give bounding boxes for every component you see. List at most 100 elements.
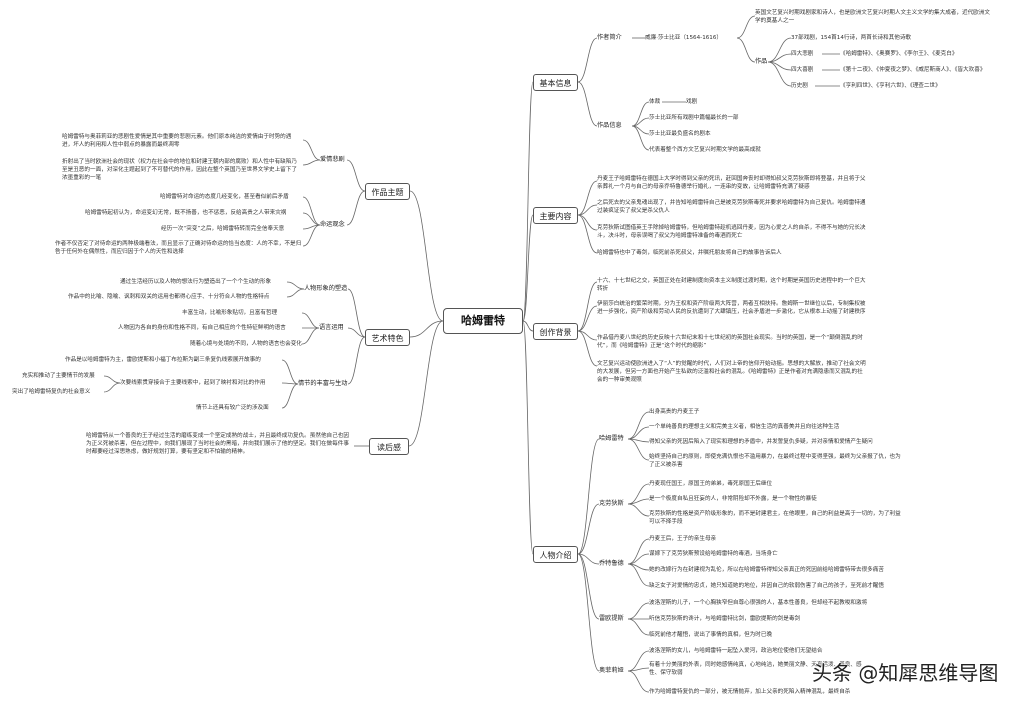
branch-characters[interactable]: 人物介绍 <box>533 546 578 563</box>
person-trait: 是一个极度自私且狂妄的人，非常阴险却不外露，是一个物性的暴徒 <box>649 496 817 502</box>
connector-line <box>577 330 598 367</box>
person-hamlet[interactable]: 哈姆雷特 <box>599 435 624 442</box>
branch-art[interactable]: 艺术特色 <box>365 329 410 346</box>
connector-line <box>286 288 305 298</box>
connector-line <box>627 670 650 693</box>
author-name: 威廉·莎士比亚（1564-1616） <box>645 35 723 41</box>
plot-item: 丹麦王子哈姆雷特在德国上大学时得到父亲的死讯，赶回国奔丧时却得知叔父克劳狄斯即将… <box>597 176 866 190</box>
connector-line <box>522 320 534 555</box>
connector-line <box>627 563 650 587</box>
connector-line <box>301 327 320 345</box>
theme-item: 哈姆雷特对命运的态度几经变化，甚至看似前后矛盾 <box>160 194 289 200</box>
person-trait: 听信克劳狄斯的谗计，与哈姆雷特比剑，雷欧提斯的剑是毒剑 <box>649 616 801 622</box>
person-trait: 她的改嫁行为在封建视为乱伦，所以在哈姆雷特得知父亲真正的死因前给哈姆雷特带去很多… <box>649 567 884 573</box>
node-characterization[interactable]: 人物形象的塑造 <box>304 285 348 292</box>
node-plot-richness[interactable]: 情节的丰富与生动 <box>298 380 348 387</box>
art-item: 次要线索贯穿接合于主要线索中，起到了映衬和对比的作用 <box>120 380 266 386</box>
person-gertrude[interactable]: 乔特鲁德 <box>599 560 624 567</box>
theme-item: 哈姆雷特与奥菲莉亚的悲剧性爱情是其中重要的悲剧元素。他们原本纯洁的爱情由于时势的… <box>62 134 292 148</box>
connector-line <box>631 101 650 127</box>
node-work-info[interactable]: 作品信息 <box>597 122 622 129</box>
person-trait: 缺乏女子对爱情的忠贞，她只知道她的地位，并因自己的软弱伤害了自己的孩子，至死前才… <box>649 583 884 589</box>
connector-line <box>736 15 756 39</box>
connector-line <box>522 320 534 332</box>
work-info-item: 代表着整个西方文艺复兴时期文学的最高成就 <box>649 147 761 153</box>
connector-line <box>281 382 299 385</box>
node-love-tragedy[interactable]: 爱情悲剧 <box>320 156 345 163</box>
connector-line <box>577 553 600 672</box>
connector-line <box>346 159 366 192</box>
works-group-items: 《哈姆雷特》、《奥赛罗》、《李尔王》、《麦克白》 <box>840 51 958 57</box>
person-trait: 临死前他才醒悟，说出了事情的真相，但为时已晚 <box>649 632 773 638</box>
work-info-item: 莎士比亚所有戏剧中篇幅最长的一部 <box>649 115 739 121</box>
connector-line <box>577 438 600 555</box>
connector-line <box>522 214 534 322</box>
connector-line <box>767 37 792 63</box>
connector-line <box>627 438 650 461</box>
person-trait: 作为哈姆雷特复仇的一部分，被无情抛弃，加上父亲的死陷入精神混乱，最终自杀 <box>649 689 851 695</box>
connector-line <box>347 336 366 385</box>
node-language[interactable]: 语言运用 <box>319 324 344 331</box>
branch-theme[interactable]: 作品主题 <box>365 183 410 200</box>
person-trait: 克劳狄斯的性格是资产阶级形象的，而不是封建君主，在他眼里，自己的利益是高于一切的… <box>649 511 901 525</box>
connector-line <box>627 602 650 620</box>
connector-line <box>631 125 650 151</box>
connector-line <box>627 498 650 505</box>
works-group-name: 四大悲剧 <box>791 51 814 57</box>
connector-line <box>286 281 305 290</box>
branch-review[interactable]: 读后感 <box>369 438 409 455</box>
connector-line <box>302 224 321 247</box>
person-trait: 丹麦王后，王子的亲生母亲 <box>649 536 717 542</box>
connector-line <box>408 320 444 447</box>
art-subitem: 充实和推动了主要情节的发展 <box>22 373 95 379</box>
art-item: 通过生活经历以及人物的想法行为塑造出了一个个生动的形象 <box>120 279 272 285</box>
theme-item: 哈姆雷特起初认为，命运变幻无常，既不扬善，也不惩恶，反给高贵之人带来灾祸 <box>85 210 287 216</box>
connector-line <box>627 650 650 672</box>
connector-line <box>281 359 299 385</box>
works-group-name: 四大喜剧 <box>791 67 814 73</box>
genre-label: 体裁 <box>649 99 661 105</box>
connector-line <box>627 503 650 517</box>
person-trait: 出身高贵的丹麦王子 <box>649 409 700 415</box>
connector-line <box>302 196 321 226</box>
connector-line <box>103 375 121 384</box>
works-group-name: 历史剧 <box>791 83 808 89</box>
connector-line <box>577 553 600 620</box>
connector-line <box>577 180 598 216</box>
art-item: 作品中的比喻、隐喻、讽刺和双关的运用也都得心应手、十分符合人物的性格特点 <box>68 294 270 300</box>
connector-line <box>577 281 598 332</box>
background-item: 文艺复兴运动使欧洲进入了“人”的觉醒的时代，人们对上帝的信仰开始动摇。思想的大解… <box>597 361 866 383</box>
art-subitem: 突出了哈姆雷特复仇的社会意义 <box>12 389 91 395</box>
connector-line <box>627 411 650 440</box>
branch-basic-info[interactable]: 基本信息 <box>533 74 578 91</box>
central-topic[interactable]: 哈姆雷特 <box>443 308 523 334</box>
connector-line <box>736 37 756 63</box>
author-desc: 英国文艺复兴时期戏剧家和诗人，也是欧洲文艺复兴时期人文主义文学的集大成者，近代欧… <box>755 10 990 24</box>
person-laertes[interactable]: 雷欧提斯 <box>599 615 624 622</box>
art-item: 人物因为各自的身份和性格不同，有自己相应的个性特征鲜明的语言 <box>118 325 286 331</box>
branch-background[interactable]: 创作背景 <box>533 323 578 340</box>
art-item: 随着心境与处境的不同，人物的语言也会变化 <box>190 341 302 347</box>
branch-plot[interactable]: 主要内容 <box>533 207 578 224</box>
node-author-intro[interactable]: 作者简介 <box>597 34 622 41</box>
person-ophelia[interactable]: 奥菲莉娅 <box>599 667 624 674</box>
connector-line <box>577 37 598 83</box>
plot-item: 之后死去的父亲鬼魂出现了，并告知哈姆雷特自己是被克劳狄斯毒死并要求哈姆雷特为自己… <box>597 200 866 214</box>
person-trait: 一个单纯善良的理想主义和完美主义者，相信生活的真善美并且向往这种生活 <box>649 424 840 430</box>
connector-line <box>577 305 598 332</box>
person-trait: 得知父亲的死因后陷入了现实和理想的矛盾中，并发誓复仇多疑，并对亲情和爱情产生疑问 <box>649 439 873 445</box>
connector-line <box>346 190 366 226</box>
background-item: 伊丽莎白统治的繁荣时期，分为王权和资产阶级两大阵营，两者互相扶持。詹姆斯一世继位… <box>597 301 866 315</box>
works-group-items: 《第十二夜》、《仲夏夜之梦》、《威尼斯商人》、《皆大欢喜》 <box>840 67 986 73</box>
connector-line <box>627 483 650 505</box>
node-works[interactable]: 作品 <box>755 58 768 65</box>
connector-line <box>631 117 650 127</box>
connector-line <box>103 382 121 393</box>
connector-line <box>767 61 792 87</box>
plot-item: 克劳狄斯试图借英王手除掉哈姆雷特，但哈姆雷特趁机逃回丹麦，因为心爱之人的自杀，不… <box>597 225 866 239</box>
review-text: 哈姆雷特从一个善良的王子经过生活的磨练变成一个坚定成熟的战士，并且最终成功复仇。… <box>86 433 349 455</box>
connector-line <box>302 159 321 166</box>
node-fate[interactable]: 命运观念 <box>320 221 345 228</box>
person-claudius[interactable]: 克劳狄斯 <box>599 500 624 507</box>
connector-line <box>627 553 650 565</box>
